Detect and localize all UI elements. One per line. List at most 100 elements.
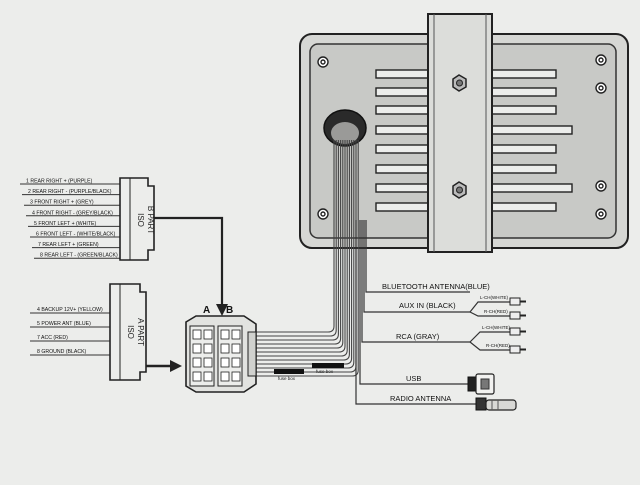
vent-slot — [375, 69, 431, 79]
cable-wire — [256, 140, 335, 333]
aux-label: AUX IN (BLACK) — [399, 301, 456, 310]
connector-pin — [220, 329, 230, 340]
bluetooth-label: BLUETOOTH ANTENNA(BLUE) — [382, 282, 490, 291]
connector-pin — [231, 329, 241, 340]
mounting-bracket — [427, 13, 493, 253]
connector-pin — [203, 371, 213, 382]
radio-antenna-label: RADIO ANTENNA — [390, 394, 451, 403]
connector-pin — [192, 371, 202, 382]
iso-b-wire-label: 2 REAR RIGHT - (PURPLE/BLACK) — [28, 189, 112, 195]
vent-slot — [375, 105, 431, 115]
connector-pin — [231, 371, 241, 382]
cable-wire — [256, 140, 350, 361]
screw-icon — [598, 183, 604, 189]
iso-b-arrow-line — [154, 216, 224, 308]
iso-a-wire-label: 5 POWER ANT (BLUE) — [37, 321, 91, 327]
iso-b-plug — [119, 177, 155, 261]
vent-slot — [375, 183, 431, 193]
corner-screws — [317, 54, 607, 220]
fuse-label: fuse box — [316, 369, 334, 374]
iso-b-wire-label: 4 FRONT RIGHT - (GREY/BLACK) — [32, 210, 113, 216]
connector-pin — [192, 357, 202, 368]
vent-slot — [489, 164, 557, 174]
bluetooth-lead — [365, 220, 470, 293]
iso-b-wire-labels: 1 REAR RIGHT + (PURPLE) 2 REAR RIGHT - (P… — [26, 179, 118, 259]
fuse-label: fuse box — [278, 376, 296, 381]
fuse-holder — [274, 369, 304, 374]
cable-bundle — [256, 140, 359, 377]
vent-slot — [375, 144, 431, 154]
vent-slot — [489, 87, 557, 97]
bracket-bolt-icon — [452, 74, 467, 92]
cable-wire — [256, 140, 359, 377]
radio-antenna-lead — [355, 220, 476, 405]
vent-slot — [375, 164, 431, 174]
aux-l-plug-icon — [509, 297, 526, 306]
iso-a-wire-label: 4 BACKUP 12V+ (YELLOW) — [37, 307, 103, 313]
rca-r-branch — [469, 341, 510, 351]
connector-pins — [192, 329, 241, 382]
head-unit — [299, 13, 629, 253]
cable-wire — [256, 140, 342, 345]
screw-icon — [598, 85, 604, 91]
connector-label-a: A — [203, 305, 210, 316]
iso-a-wire-labels: 4 BACKUP 12V+ (YELLOW) 5 POWER ANT (BLUE)… — [37, 307, 103, 355]
aux-r-branch — [469, 311, 510, 317]
radio-antenna-plug-icon — [475, 397, 517, 411]
connector-pin — [192, 329, 202, 340]
aux-r-plug-icon — [509, 311, 526, 320]
iso-a-wire-label: 7 ACC (RED) — [37, 335, 68, 341]
usb-label: USB — [406, 374, 421, 383]
vent-slot — [375, 125, 431, 135]
iso-a-wire-label: 8 GROUND (BLACK) — [37, 349, 87, 355]
aux-l-branch — [469, 301, 510, 313]
connector-pin — [231, 357, 241, 368]
vent-slot — [489, 69, 557, 79]
cable-wire — [256, 140, 339, 341]
cable-wire — [256, 140, 344, 349]
connector-pin — [203, 329, 213, 340]
bracket-bolt-icon — [452, 181, 467, 199]
iso-a-section: ISO A PART 4 BACKUP 12V+ (YELLOW)5 POWER… — [30, 283, 182, 381]
vent-slot — [489, 183, 573, 193]
iso-b-wire-label: 8 REAR LEFT - (GREEN/BLACK) — [40, 253, 118, 259]
usb-lead — [359, 220, 468, 385]
iso-b-wire-label: 1 REAR RIGHT + (PURPLE) — [26, 179, 93, 185]
vent-slot — [489, 202, 557, 212]
aux-r-label: R-CH(RED) — [484, 309, 508, 314]
vent-slot — [489, 105, 557, 115]
screw-icon — [598, 57, 604, 63]
vent-slot — [489, 125, 573, 135]
aux-lead — [363, 220, 470, 313]
cable-grommet-inner — [331, 122, 359, 144]
vent-slot — [489, 144, 557, 154]
iso-b-wire-label: 6 FRONT LEFT - (WHITE/BLACK) — [36, 232, 116, 238]
connector-tail — [247, 331, 257, 377]
rca-r-label: R-CH(RED) — [486, 343, 510, 348]
iso-a-label: ISO — [126, 325, 135, 339]
fuse-holder — [312, 363, 344, 368]
rca-l-label: L-CH(WHITE) — [482, 325, 510, 330]
cable-wire — [256, 140, 337, 337]
vent-slots — [375, 69, 573, 212]
cable-wire — [256, 140, 353, 365]
connector-pin — [220, 343, 230, 354]
screw-icon — [320, 59, 326, 65]
iso-b-label: ISO — [136, 213, 145, 227]
connector-pin — [203, 343, 213, 354]
rca-l-branch — [469, 331, 510, 343]
rca-l-plug-icon — [509, 327, 526, 336]
screw-icon — [320, 211, 326, 217]
rca-lead — [361, 220, 470, 343]
cable-wire — [256, 140, 355, 369]
cable-wire — [256, 140, 348, 357]
iso-b-wire-lines — [20, 183, 120, 259]
vent-slot — [375, 202, 431, 212]
connector-pin — [192, 343, 202, 354]
main-connector: A B — [185, 305, 257, 393]
connector-pin — [203, 357, 213, 368]
arrow-right-icon — [170, 360, 182, 372]
iso-a-wire-lines — [30, 312, 110, 356]
